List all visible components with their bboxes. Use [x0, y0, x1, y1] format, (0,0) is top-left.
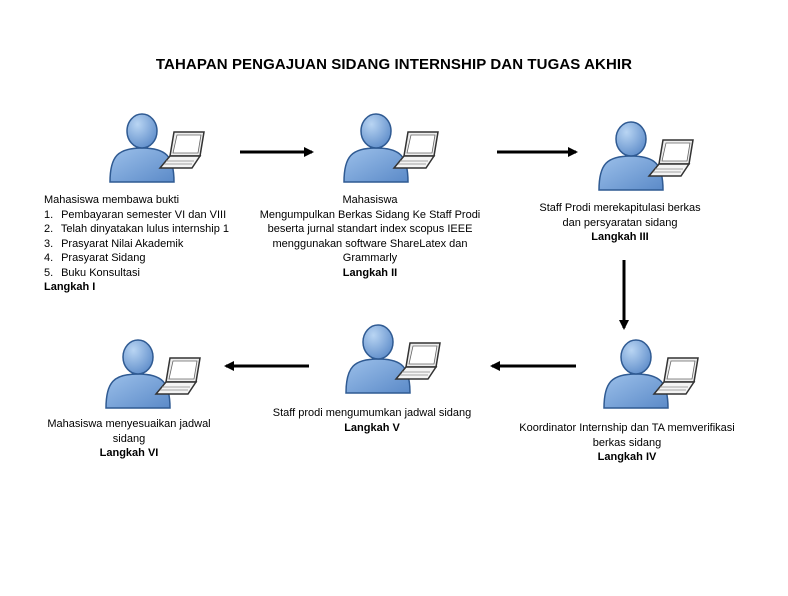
laptop-icon: [392, 131, 439, 169]
step3-line: Staff Prodi merekapitulasi berkas: [539, 202, 701, 214]
step2-label: Langkah II: [342, 266, 398, 279]
step6-line: Mahasiswa menyesuaikan jadwal: [47, 418, 211, 430]
user-icon: [109, 113, 175, 183]
step2-line: Mahasiswa: [342, 194, 398, 206]
user-icon: [343, 113, 409, 183]
list-item: 4. Prasyarat Sidang: [44, 252, 146, 264]
step6-label: Langkah VI: [99, 447, 159, 459]
user-icon: [598, 121, 664, 191]
step5-text: Staff prodi mengumumkan jadwal sidang La…: [262, 406, 482, 435]
step2-line: beserta jurnal standart index scopus IEE…: [267, 223, 473, 235]
step1-label: Langkah I: [44, 281, 96, 293]
step2-text: Mahasiswa Mengumpulkan Berkas Sidang Ke …: [240, 193, 500, 280]
diagram-title: TAHAPAN PENGAJUAN SIDANG INTERNSHIP DAN …: [155, 56, 633, 73]
step1-list: 1. Pembayaran semester VI dan VIII 2. Te…: [44, 208, 229, 281]
step2-figure: [338, 112, 448, 192]
step4-label: Langkah IV: [597, 451, 657, 463]
step1-text: Mahasiswa membawa bukti 1. Pembayaran se…: [44, 193, 229, 295]
step6-text: Mahasiswa menyesuaikan jadwal sidang Lan…: [34, 417, 224, 461]
step1-heading: Mahasiswa membawa bukti: [44, 194, 180, 206]
step3-figure: [593, 120, 703, 200]
step3-label: Langkah III: [591, 231, 649, 243]
step2-line: menggunakan software ShareLatex dan: [272, 237, 468, 250]
step6-figure: [100, 338, 210, 418]
list-item: 3. Prasyarat Nilai Akademik: [44, 237, 184, 250]
step2-line: Grammarly: [342, 252, 398, 264]
step4-figure: [598, 338, 708, 418]
step5-figure: [340, 323, 450, 403]
laptop-icon: [394, 342, 441, 380]
user-icon: [105, 339, 171, 409]
step4-line: Koordinator Internship dan TA memverifik…: [519, 422, 735, 434]
step2-line: Mengumpulkan Berkas Sidang Ke Staff Prod…: [259, 208, 481, 221]
laptop-icon: [154, 357, 201, 395]
laptop-icon: [647, 139, 694, 177]
user-icon: [345, 324, 411, 394]
step5-line: Staff prodi mengumumkan jadwal sidang: [272, 407, 472, 419]
list-item: 2. Telah dinyatakan lulus internship 1: [44, 223, 230, 235]
step6-line: sidang: [112, 432, 146, 445]
user-icon: [603, 339, 669, 409]
step3-line: dan persyaratan sidang: [562, 216, 678, 229]
list-item: 1. Pembayaran semester VI dan VIII: [44, 208, 227, 221]
step1-figure: [104, 112, 214, 192]
step3-text: Staff Prodi merekapitulasi berkas dan pe…: [520, 201, 720, 245]
step5-label: Langkah V: [344, 421, 400, 434]
step4-text: Koordinator Internship dan TA memverifik…: [502, 421, 752, 465]
laptop-icon: [652, 357, 699, 395]
list-item: 5. Buku Konsultasi: [44, 266, 140, 279]
laptop-icon: [158, 131, 205, 169]
step4-line: berkas sidang: [592, 436, 662, 449]
